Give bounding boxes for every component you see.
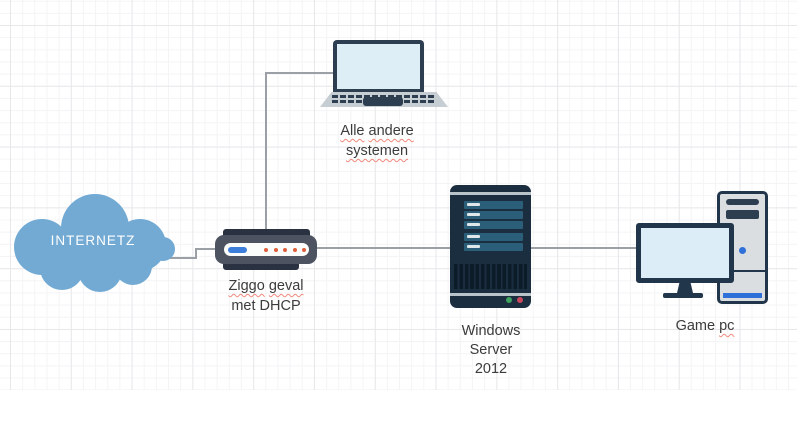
connector-router-to-laptop[interactable] bbox=[265, 72, 333, 231]
router-label-word: Ziggo bbox=[228, 278, 265, 294]
desktop-pc-icon[interactable] bbox=[630, 188, 775, 304]
router-led-dot bbox=[283, 248, 287, 252]
pc-monitor-stand-base bbox=[663, 293, 703, 298]
server-top-stripe bbox=[450, 192, 531, 195]
pc-monitor-stand-neck bbox=[677, 283, 693, 293]
laptop-label-line2: systemen bbox=[297, 141, 457, 161]
gamepc-label[interactable]: Game pc bbox=[625, 316, 785, 336]
pc-monitor bbox=[636, 223, 734, 283]
server-led-red bbox=[517, 297, 523, 303]
router-label-word: geval bbox=[268, 278, 304, 294]
server-drive-bay bbox=[464, 221, 523, 229]
router-bottom-trim bbox=[223, 260, 299, 270]
server-label-line1: Windows bbox=[461, 323, 521, 339]
pc-drive-bay bbox=[726, 210, 759, 219]
router-label-line1: Ziggo geval bbox=[186, 276, 346, 296]
router-top-trim bbox=[223, 229, 310, 239]
router-label-line2: met DHCP bbox=[231, 298, 301, 314]
router-led-dot bbox=[273, 248, 278, 252]
internet-cloud-label[interactable]: INTERNETZ bbox=[50, 233, 136, 248]
laptop-trackpad bbox=[363, 97, 403, 106]
server-label-line3: 2012 bbox=[474, 361, 508, 377]
server-drive-bay bbox=[464, 233, 523, 241]
router-led-bar bbox=[228, 247, 247, 253]
server-bay-handle bbox=[467, 223, 480, 226]
laptop-label[interactable]: Alle andere systemen bbox=[297, 121, 457, 161]
router-label[interactable]: Ziggo geval met DHCP bbox=[186, 276, 346, 316]
router-front-panel bbox=[224, 243, 309, 256]
server-icon[interactable] bbox=[450, 185, 531, 308]
server-bottom-stripe bbox=[450, 293, 531, 296]
gamepc-label-word: pc bbox=[719, 318, 735, 334]
server-drive-bay bbox=[464, 211, 523, 219]
router-led-dot bbox=[302, 248, 306, 252]
server-bay-handle bbox=[467, 203, 480, 206]
pc-panel-divider bbox=[720, 270, 765, 272]
gamepc-label-word: Game bbox=[675, 318, 716, 334]
laptop-icon[interactable] bbox=[320, 38, 448, 108]
laptop-label-word: Alle bbox=[340, 123, 365, 139]
pc-drive-bay bbox=[726, 199, 759, 205]
server-bay-handle bbox=[467, 235, 480, 238]
server-drive-bay bbox=[464, 243, 523, 251]
server-drive-bay bbox=[464, 201, 523, 209]
laptop-label-line1: Alle andere bbox=[297, 121, 457, 141]
laptop-screen bbox=[333, 40, 424, 92]
router-led-dot bbox=[264, 248, 268, 252]
server-bay-handle bbox=[467, 245, 480, 248]
server-label[interactable]: Windows Server 2012 bbox=[411, 322, 571, 379]
laptop-label-word: systemen bbox=[345, 143, 409, 159]
server-led-green bbox=[506, 297, 512, 303]
pc-accent-strip bbox=[723, 293, 762, 298]
connector-internet-to-router[interactable] bbox=[170, 248, 216, 259]
laptop-display bbox=[337, 44, 420, 89]
laptop-label-word: andere bbox=[368, 123, 414, 139]
router-led-dot bbox=[292, 248, 297, 252]
pc-power-button bbox=[739, 247, 746, 254]
server-label-line2: Server bbox=[469, 342, 513, 358]
internet-cloud-icon[interactable] bbox=[10, 192, 180, 296]
server-vent-grille bbox=[454, 264, 527, 289]
router-icon[interactable] bbox=[215, 229, 317, 270]
server-bay-handle bbox=[467, 213, 480, 216]
